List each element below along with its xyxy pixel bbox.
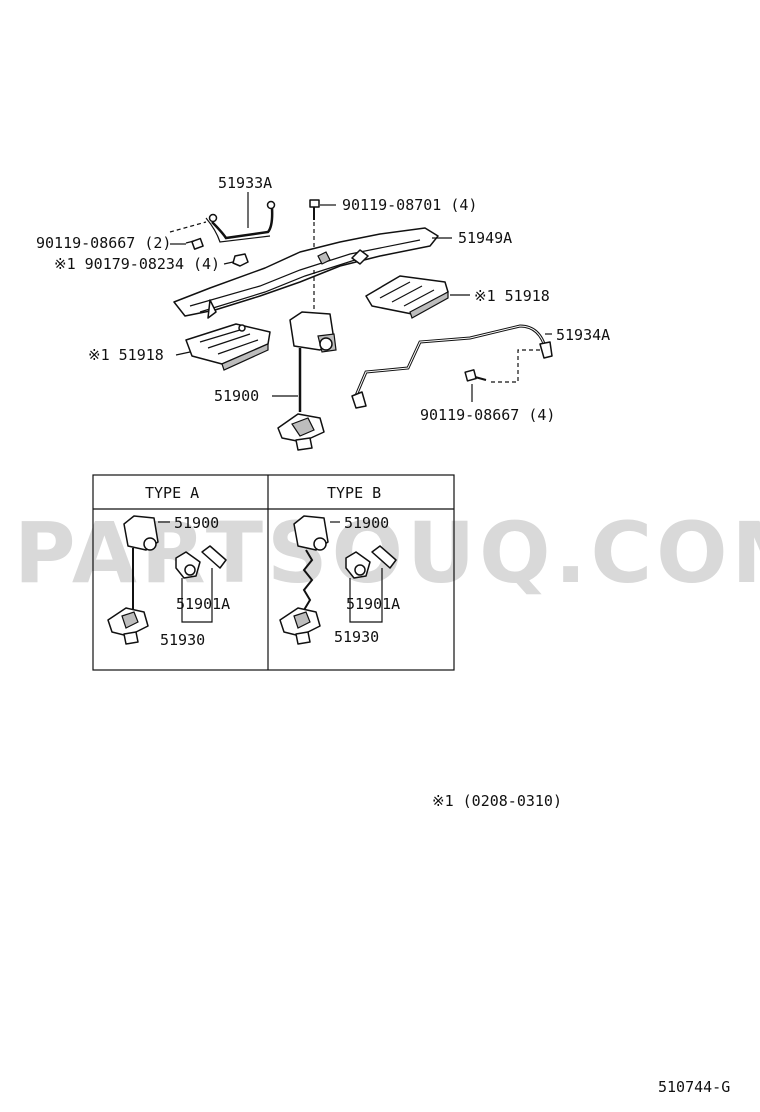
crossmember-part: [173, 227, 439, 319]
label-90119-08701: 90119-08701 (4): [342, 196, 477, 214]
label-51933A: 51933A: [218, 174, 272, 192]
label-90119-08667-4: 90119-08667 (4): [420, 406, 555, 424]
type-a-label-51901A: 51901A: [176, 595, 230, 613]
bolt-icon: [464, 369, 487, 382]
type-b-carrier-part: [279, 515, 329, 645]
label-51918-left: ※1 51918: [88, 346, 164, 364]
label-90119-08667-2: 90119-08667 (2): [36, 234, 171, 252]
type-b-label-51900: 51900: [344, 514, 389, 532]
type-b-label-51901A: 51901A: [346, 595, 400, 613]
type-b-header: TYPE B: [327, 484, 381, 502]
protector-plate-left-part: [185, 323, 271, 371]
type-a-carrier-part: [107, 515, 159, 645]
label-90179-08234: ※1 90179-08234 (4): [54, 255, 220, 273]
leader-90179-08234: [223, 261, 234, 265]
label-51949A: 51949A: [458, 229, 512, 247]
bolt-icon: [309, 199, 320, 220]
bracket-type-b: [349, 568, 383, 623]
type-b-lock-part: [345, 545, 397, 579]
spare-tire-bracket-rod-part: [205, 200, 276, 243]
type-table: [92, 474, 455, 671]
type-a-lock-part: [175, 545, 227, 579]
label-51900-main: 51900: [214, 387, 259, 405]
type-a-label-51900: 51900: [174, 514, 219, 532]
footnote: ※1 (0208-0310): [432, 792, 562, 810]
bolt-icon: [185, 237, 204, 250]
type-a-label-51930: 51930: [160, 631, 205, 649]
protector-plate-right-part: [365, 275, 449, 319]
diagram-code: 510744-G: [658, 1078, 730, 1096]
leader-51918-left: [175, 351, 191, 356]
spare-tire-carrier-part: [277, 311, 337, 451]
label-51934A: 51934A: [556, 326, 610, 344]
bracket-type-a: [181, 568, 213, 623]
dashed-guide-right: [488, 349, 540, 383]
hanger-rod-part: [351, 324, 553, 409]
label-51918-right: ※1 51918: [474, 287, 550, 305]
type-b-label-51930: 51930: [334, 628, 379, 646]
type-a-header: TYPE A: [145, 484, 199, 502]
dashed-guide-left: [169, 221, 207, 233]
nut-icon: [232, 253, 249, 267]
